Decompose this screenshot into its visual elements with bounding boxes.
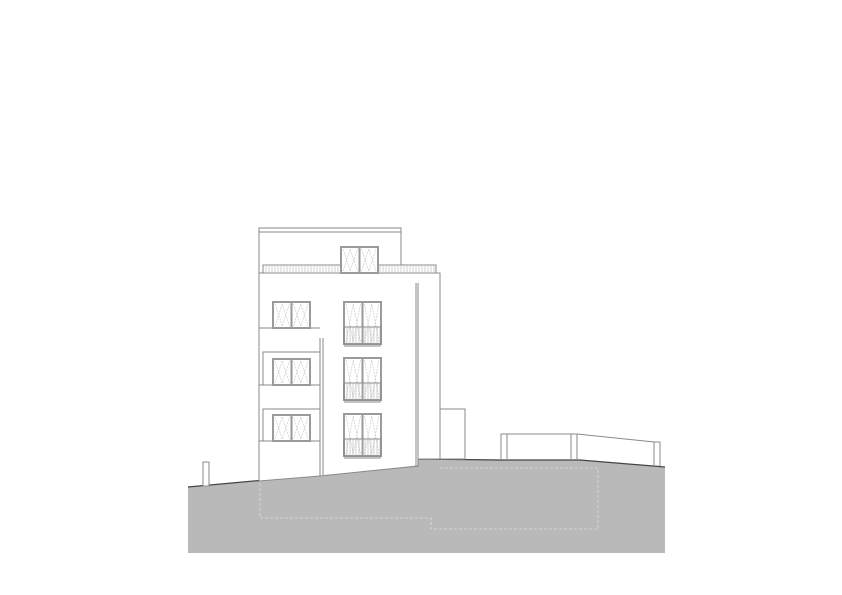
french-balcony (343, 326, 382, 347)
garden-wall (500, 433, 661, 466)
building (258, 227, 466, 482)
ground-fill (188, 459, 665, 553)
window (272, 301, 311, 329)
window (272, 358, 311, 386)
annex-block (439, 408, 466, 460)
window (343, 413, 382, 459)
french-balcony (343, 382, 382, 403)
french-balcony (343, 438, 382, 459)
window (343, 301, 382, 347)
basement-outline (259, 467, 599, 530)
window (340, 246, 379, 274)
window (272, 414, 311, 442)
window (343, 357, 382, 403)
post (202, 461, 210, 487)
